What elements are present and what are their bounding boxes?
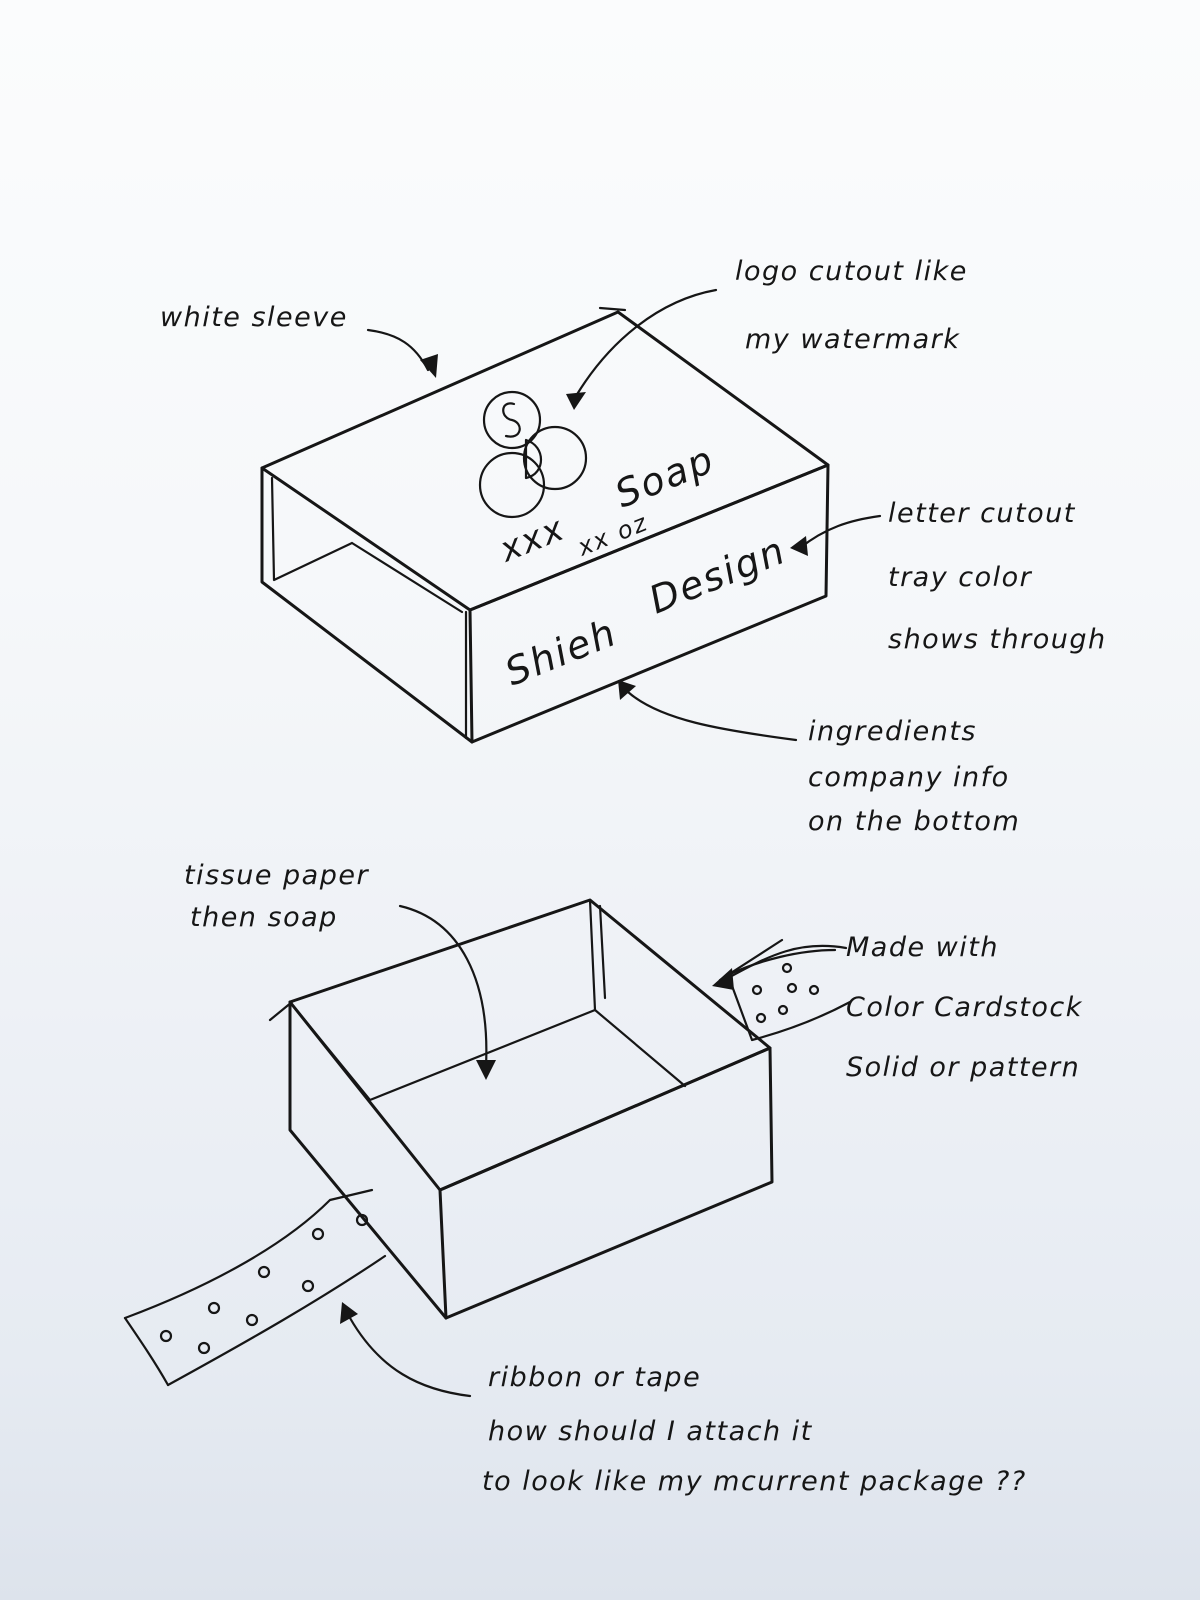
label-ribbon-line3: to look like my mcurrent package ??: [482, 1466, 1027, 1497]
label-ingredients-line3: on the bottom: [808, 806, 1021, 837]
sleeve-front-face: [468, 463, 830, 744]
sleeve-brand-second: Design: [643, 528, 792, 622]
arrow-white-sleeve: [366, 328, 438, 378]
label-ingredients-line1: ingredients: [808, 716, 977, 747]
arrow-tissue-paper: [398, 904, 496, 1080]
arrow-logo-cutout: [566, 288, 718, 410]
tray-inner-floor: [288, 1000, 687, 1102]
tray-back-corner: [268, 898, 607, 1022]
sleeve-xxx-label: xxx: [493, 508, 570, 570]
sleeve-soap-label: Soap: [609, 437, 721, 516]
tray-front-face: [438, 1046, 774, 1320]
arrow-ingredients: [618, 680, 798, 742]
label-cardstock-line1: Made with: [846, 932, 999, 963]
tray-box: [268, 898, 774, 1320]
sleeve-brand-first: Shieh: [499, 610, 623, 694]
label-letter-cutout-line1: letter cutout: [888, 498, 1076, 529]
sleeve-open-end-inner: [270, 476, 468, 740]
label-ribbon-line1: ribbon or tape: [488, 1362, 702, 1393]
label-letter-cutout-line3: shows through: [888, 624, 1107, 655]
sleeve-left-face: [260, 466, 474, 744]
sleeve-box: [260, 306, 830, 744]
arrow-letter-cutout: [790, 514, 882, 556]
label-logo-cutout-line1: logo cutout like: [735, 256, 968, 287]
label-logo-cutout-line2: my watermark: [745, 324, 961, 355]
logo-cutout-watermark: [478, 390, 588, 519]
label-cardstock-line3: Solid or pattern: [846, 1052, 1081, 1083]
sleeve-back-edge: [598, 306, 627, 312]
tray-top-rim: [288, 898, 772, 1192]
label-cardstock-line2: Color Cardstock: [846, 992, 1083, 1023]
label-white-sleeve: white sleeve: [160, 302, 348, 333]
label-ribbon-line2: how should I attach it: [488, 1416, 813, 1447]
arrow-ribbon: [340, 1302, 472, 1398]
arrow-cardstock: [712, 938, 848, 990]
label-tissue-line2: then soap: [190, 902, 338, 933]
label-letter-cutout-line2: tray color: [888, 562, 1033, 593]
label-tissue-line1: tissue paper: [184, 860, 370, 891]
tray-left-face: [288, 1000, 448, 1320]
ribbon-tape: [123, 1188, 387, 1387]
label-ingredients-line2: company info: [808, 762, 1010, 793]
